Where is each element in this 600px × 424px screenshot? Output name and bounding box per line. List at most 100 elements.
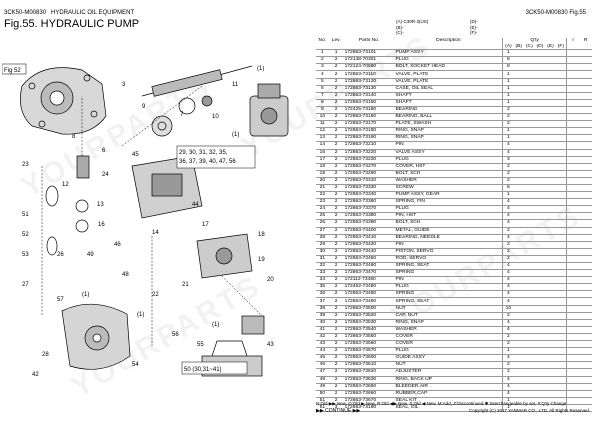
row-part-number: 172863-73210 — [344, 142, 377, 148]
callout: 18 — [258, 232, 265, 238]
model-code: 3CK50-M00830 — [4, 10, 47, 16]
qty-col-d: (D) — [536, 43, 544, 49]
row-no: 20 — [319, 177, 326, 183]
row-lev: 2 — [334, 270, 338, 276]
row-lev: 2 — [334, 71, 338, 77]
row-lev: 2 — [334, 369, 338, 375]
qty-col-a: (A) — [502, 43, 514, 50]
callout: (1) — [82, 292, 89, 298]
row-qty-a: 2 — [502, 113, 514, 121]
row-description: BEARING — [395, 106, 418, 112]
row-part-number: 172863-73650 — [344, 383, 377, 389]
row-part-number: 172863-73620 — [344, 369, 377, 375]
row-no: 8 — [321, 99, 324, 105]
row-part-number: 172863-73310 — [344, 177, 377, 183]
row-part-number: 172863-73520 — [344, 312, 377, 318]
row-lev: 2 — [334, 234, 338, 240]
row-description: NUT — [395, 305, 406, 311]
row-lev: 2 — [334, 156, 338, 162]
row-part-number: 172863-73660 — [344, 390, 377, 396]
row-lev: 2 — [334, 177, 338, 183]
model-legend-left: (A)-C30R-3(US) (B)- (C)- — [396, 19, 429, 35]
row-no: 49 — [319, 383, 326, 389]
row-no: 51 — [319, 404, 326, 410]
row-qty-a: 1 — [502, 127, 514, 135]
col-qty: Q'ty — [502, 38, 567, 44]
header-left: 3CK50-M00830 HYDRAULIC OIL EQUIPMENT — [4, 10, 134, 17]
row-lev: 2 — [334, 106, 338, 112]
row-part-number: 172863-73480 — [344, 291, 377, 297]
row-description: PISTON, SERVO — [395, 248, 434, 254]
row-qty-a: 8 — [502, 56, 514, 64]
row-part-number: 172863-73230 — [344, 156, 377, 162]
row-lev: 2 — [334, 305, 338, 311]
row-no: 41 — [319, 326, 326, 332]
callout: 20 — [267, 277, 274, 283]
row-part-number: 172863-73490 — [344, 298, 377, 304]
row-part-number: 172863-73390 — [344, 220, 377, 226]
row-part-number: 172863-73120 — [344, 78, 377, 84]
row-no: 29 — [319, 241, 326, 247]
callout: 28 — [42, 352, 49, 358]
row-no: 10 — [319, 114, 326, 120]
row-description: COVER, HST — [395, 163, 426, 169]
row-qty-a: 2 — [502, 340, 514, 348]
row-qty-a: 4 — [502, 276, 514, 284]
row-description: SHAFT — [395, 92, 412, 98]
col-lev: Lev. — [331, 38, 341, 43]
row-lev: 2 — [334, 333, 338, 339]
row-description: RUBBER,CAP — [395, 390, 428, 396]
callout: 22 — [152, 292, 159, 298]
row-part-number: 172863-73600 — [344, 355, 377, 361]
row-no: 40 — [319, 319, 326, 325]
row-lev: 2 — [334, 241, 338, 247]
row-qty-a: 2 — [502, 312, 514, 320]
row-part-number: 172863-73420 — [344, 241, 377, 247]
row-description: VALVE, PLATE — [395, 71, 429, 77]
row-description: SPRING, FIN — [395, 199, 425, 205]
row-no: 48 — [319, 376, 326, 382]
row-part-number: 172863-73610 — [344, 362, 377, 368]
row-no: 28 — [319, 234, 326, 240]
row-qty-a: 4 — [502, 326, 514, 334]
callout: 43 — [267, 342, 274, 348]
row-lev: 2 — [334, 255, 338, 261]
row-description: CASE, OIL SEAL — [395, 85, 434, 91]
continue-link[interactable]: ▶▶ CONTINUE ▶▶ — [316, 408, 361, 414]
row-lev: 2 — [334, 397, 338, 403]
row-qty-a: 4 — [502, 290, 514, 298]
callout: 10 — [212, 114, 219, 120]
row-no: 50 — [319, 390, 326, 396]
row-part-number: 172863-73400 — [344, 227, 377, 233]
callout-group-1: 29, 30, 31, 32, 35, — [179, 150, 228, 156]
row-part-number: 172863-73360 — [344, 199, 377, 205]
row-qty-a: 1 — [502, 347, 514, 355]
row-lev: 2 — [334, 341, 338, 347]
row-qty-a: 4 — [502, 390, 514, 398]
row-no: 30 — [319, 248, 326, 254]
row-qty-a: 2 — [502, 361, 514, 369]
col-i: I — [565, 38, 580, 44]
row-qty-a: 2 — [502, 248, 514, 256]
row-part-number: 172863-73220 — [344, 149, 377, 155]
row-qty-a: 2 — [502, 255, 514, 263]
row-description: VALVE, PLATE — [395, 78, 429, 84]
row-no: 43 — [319, 341, 326, 347]
row-part-number: 172863-73370 — [344, 206, 377, 212]
row-qty-a: 1 — [502, 397, 514, 405]
row-part-number: 172863-73190 — [344, 135, 377, 141]
section-name: HYDRAULIC OIL EQUIPMENT — [51, 10, 135, 16]
row-no: 26 — [319, 220, 326, 226]
row-no: 44 — [319, 348, 326, 354]
